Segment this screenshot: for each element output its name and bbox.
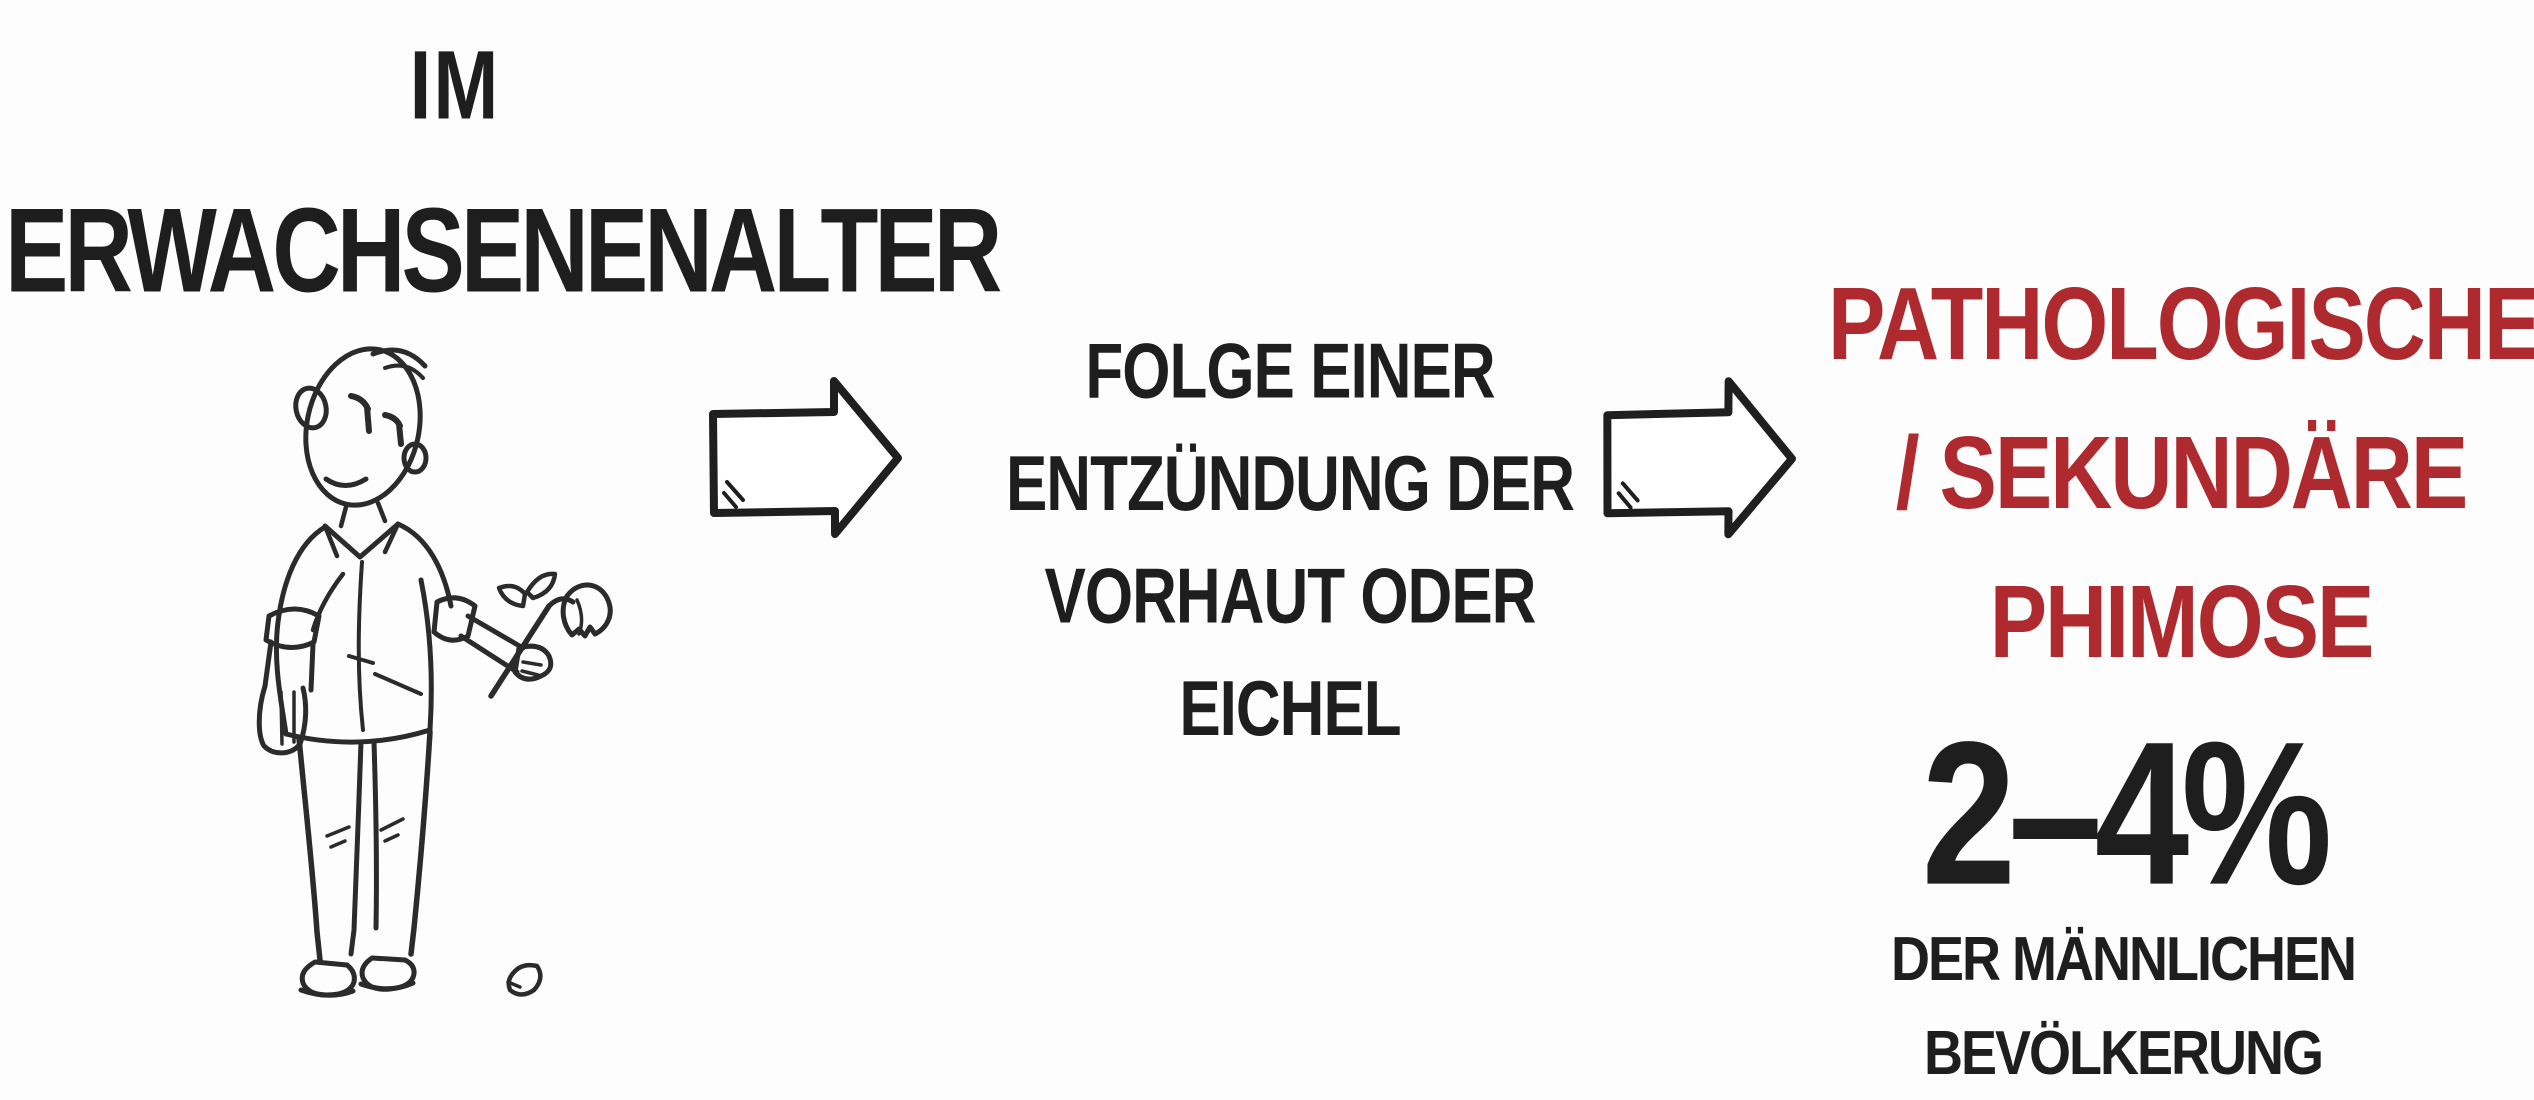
sad-man-drawing bbox=[256, 346, 613, 998]
shirt-fold bbox=[373, 672, 423, 696]
shoe-sole bbox=[358, 980, 416, 992]
hair-line bbox=[370, 347, 428, 369]
shirt-hem bbox=[283, 727, 433, 745]
statistic-value: 2–4% bbox=[1921, 700, 2333, 928]
knee-crease bbox=[379, 817, 405, 843]
collar bbox=[322, 521, 401, 560]
mouth bbox=[323, 476, 369, 488]
ear bbox=[293, 385, 329, 431]
shirt-shoulder bbox=[395, 521, 454, 609]
wilted-bloom bbox=[560, 582, 613, 639]
trouser-left-inner bbox=[348, 739, 364, 957]
stem-bend bbox=[546, 596, 576, 609]
block-arrow-right-icon bbox=[709, 377, 902, 538]
leaf bbox=[524, 571, 558, 601]
neck bbox=[338, 500, 388, 529]
cause-text: FOLGE EINER ENTZÜNDUNG DER VORHAUT ODER … bbox=[955, 316, 1625, 766]
fallen-petal bbox=[506, 962, 543, 997]
eye bbox=[348, 393, 372, 434]
bloom-detail bbox=[575, 598, 584, 636]
shirt-mark bbox=[347, 654, 375, 665]
eye bbox=[382, 412, 404, 447]
header-line-2: ERWACHSENENALTER bbox=[5, 184, 1002, 318]
trouser-left-outer bbox=[296, 735, 323, 963]
block-arrow-right-icon bbox=[1603, 377, 1796, 539]
shoe-sole bbox=[298, 987, 356, 998]
hair-line bbox=[383, 363, 425, 380]
diagnosis-title: PATHOLOGISCHE / SEKUNDÄRE PHIMOSE bbox=[1828, 250, 2534, 696]
trouser-right-inner bbox=[371, 739, 379, 931]
shirt-placket bbox=[356, 560, 365, 732]
ear bbox=[401, 441, 429, 475]
statistic-caption: DER MÄNNLICHEN BEVÖLKERUNG bbox=[1828, 912, 2418, 1100]
flower-stem bbox=[488, 603, 552, 699]
rolled-cuff bbox=[431, 595, 478, 643]
cause-line: EICHEL bbox=[1179, 666, 1401, 753]
cause-line: VORHAUT ODER bbox=[1044, 553, 1537, 640]
leaf bbox=[496, 583, 528, 609]
diagnosis-line: PATHOLOGISCHE bbox=[1828, 266, 2534, 382]
rolled-cuff bbox=[263, 606, 322, 650]
diagnosis-line: PHIMOSE bbox=[1989, 564, 2375, 680]
shoe bbox=[299, 959, 357, 998]
petal-detail bbox=[506, 980, 522, 989]
cause-line: ENTZÜNDUNG DER bbox=[1005, 441, 1575, 528]
caption-line: DER MÄNNLICHEN bbox=[1891, 924, 2357, 994]
block-arrow-right-icon bbox=[703, 372, 903, 540]
header-line-1: IM bbox=[409, 29, 501, 140]
knee-crease bbox=[325, 825, 351, 849]
diagnosis-line: / SEKUNDÄRE bbox=[1895, 415, 2469, 531]
finger-lines bbox=[520, 660, 543, 677]
sleeve-inner bbox=[310, 571, 346, 633]
sad-man-wilted-flower-illustration bbox=[225, 330, 655, 1030]
wrist bbox=[262, 639, 316, 693]
collar-flap bbox=[322, 521, 401, 559]
hand bbox=[256, 683, 309, 756]
caption-line: BEVÖLKERUNG bbox=[1923, 1018, 2324, 1088]
trouser-right-outer bbox=[408, 729, 433, 957]
hand-fist bbox=[512, 643, 554, 682]
finger-lines bbox=[279, 690, 296, 746]
cause-line: FOLGE EINER bbox=[1085, 328, 1495, 415]
shirt-right bbox=[418, 577, 434, 733]
block-arrow-right-icon bbox=[1596, 371, 1797, 541]
